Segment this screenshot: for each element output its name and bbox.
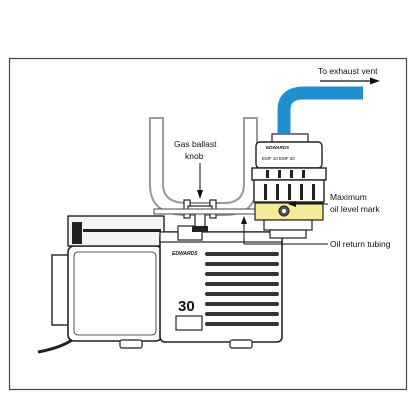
arrow-right-icon	[320, 77, 380, 85]
filter-plate-text: EMF 10 EMF 20	[262, 156, 295, 161]
pump-feet	[119, 339, 253, 349]
diagram-frame	[8, 57, 408, 391]
gas-ballast-label-line2: knob	[185, 151, 204, 161]
mist-filter	[251, 133, 327, 239]
max-oil-pointer	[288, 201, 328, 207]
exhaust-vent-label: To exhaust vent	[318, 66, 378, 76]
pump-brand-label: EDWARDS	[172, 251, 198, 257]
u-tube	[149, 117, 258, 216]
max-oil-label-line1: Maximum	[330, 192, 367, 202]
oil-return-label: Oil return tubing	[330, 239, 391, 249]
gas-ballast-label-line1: Gas ballast	[174, 139, 217, 149]
oil-return-tube	[153, 208, 267, 215]
exhaust-hose	[277, 86, 363, 134]
pump-name-plate	[175, 315, 203, 331]
filter-brand-label: EDWARDS	[266, 145, 289, 150]
pump-motor	[51, 245, 163, 342]
gas-ballast-pointer	[197, 163, 203, 199]
power-cable	[37, 338, 73, 354]
cooling-fins	[205, 252, 279, 326]
motor-top-plate	[67, 215, 165, 247]
oil-return-pointer	[241, 216, 328, 245]
pump-model-label: 30	[178, 298, 195, 315]
max-oil-label-line2: oil level mark	[330, 204, 380, 214]
